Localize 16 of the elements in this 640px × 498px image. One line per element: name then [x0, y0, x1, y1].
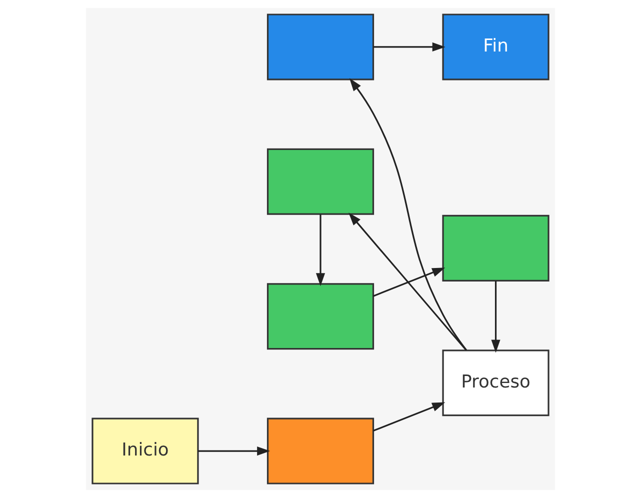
arrow [372, 402, 445, 432]
arrow [348, 78, 467, 351]
arrow [372, 42, 445, 52]
node-box: Proceso [442, 350, 549, 416]
arrow [198, 446, 270, 456]
arrow [348, 212, 466, 351]
node-box [266, 283, 374, 350]
node-box [266, 418, 374, 484]
arrow [372, 268, 445, 297]
node-box: Inicio [91, 418, 198, 484]
arrow [490, 280, 500, 353]
node-box [266, 148, 374, 215]
node-box: Fin [442, 14, 549, 80]
node-box [442, 214, 549, 282]
arrow [315, 214, 325, 286]
node-box [266, 14, 374, 80]
